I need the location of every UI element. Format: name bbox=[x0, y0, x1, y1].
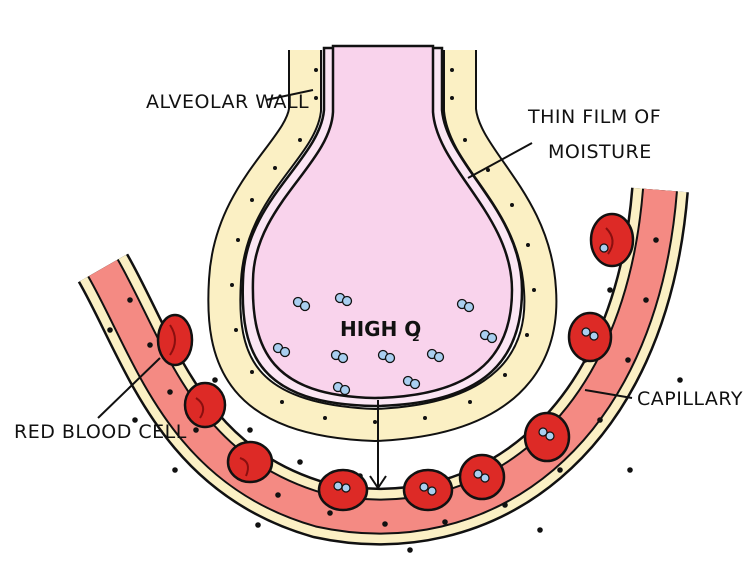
red-blood-cell bbox=[156, 313, 194, 367]
high-o2-subscript: 2 bbox=[412, 331, 420, 344]
oxygen-molecule bbox=[330, 349, 349, 364]
alveolar-wall-cells bbox=[230, 68, 536, 424]
high-o2-label: HIGH O 2 bbox=[340, 317, 421, 344]
oxygen-molecule bbox=[377, 349, 396, 364]
oxygen-molecule bbox=[272, 342, 291, 358]
leader-capillary bbox=[584, 389, 633, 399]
red-blood-cell bbox=[402, 468, 454, 512]
red-blood-cell bbox=[226, 440, 274, 484]
oxygen-molecule bbox=[402, 375, 421, 390]
label-thin-film-line2: MOISTURE bbox=[548, 141, 652, 163]
red-blood-cell bbox=[523, 411, 571, 463]
label-alveolar-wall: ALVEOLAR WALL bbox=[146, 91, 309, 113]
leader-thin-film bbox=[467, 142, 533, 179]
red-blood-cell bbox=[317, 468, 369, 512]
oxygen-molecule bbox=[479, 329, 498, 344]
alveolus: HIGH O 2 bbox=[207, 44, 558, 490]
red-blood-cell bbox=[567, 311, 613, 363]
diffusion-arrow bbox=[369, 400, 387, 490]
leader-red-blood-cell bbox=[97, 357, 161, 419]
oxygen-molecule bbox=[332, 381, 351, 396]
red-blood-cells bbox=[156, 212, 635, 512]
labels: ALVEOLAR WALL THIN FILM OF MOISTURE CAPI… bbox=[14, 89, 743, 443]
oxygen-molecules bbox=[272, 292, 498, 396]
leader-alveolar-wall bbox=[265, 89, 314, 101]
oxygen-molecule bbox=[426, 348, 445, 363]
red-blood-cell bbox=[589, 212, 635, 268]
label-capillary: CAPILLARY bbox=[637, 388, 743, 410]
high-o2-text: HIGH O bbox=[340, 317, 421, 341]
alveolar-air-space bbox=[251, 44, 514, 400]
label-red-blood-cell: RED BLOOD CELL bbox=[14, 421, 187, 443]
red-blood-cell bbox=[458, 453, 506, 501]
alveolar-wall-band-fill bbox=[209, 50, 556, 440]
label-thin-film-line1: THIN FILM OF bbox=[527, 106, 661, 128]
red-blood-cell bbox=[183, 381, 227, 429]
oxygen-molecule bbox=[334, 292, 353, 307]
oxygen-molecule bbox=[456, 298, 475, 313]
oxygen-molecule bbox=[292, 296, 311, 312]
